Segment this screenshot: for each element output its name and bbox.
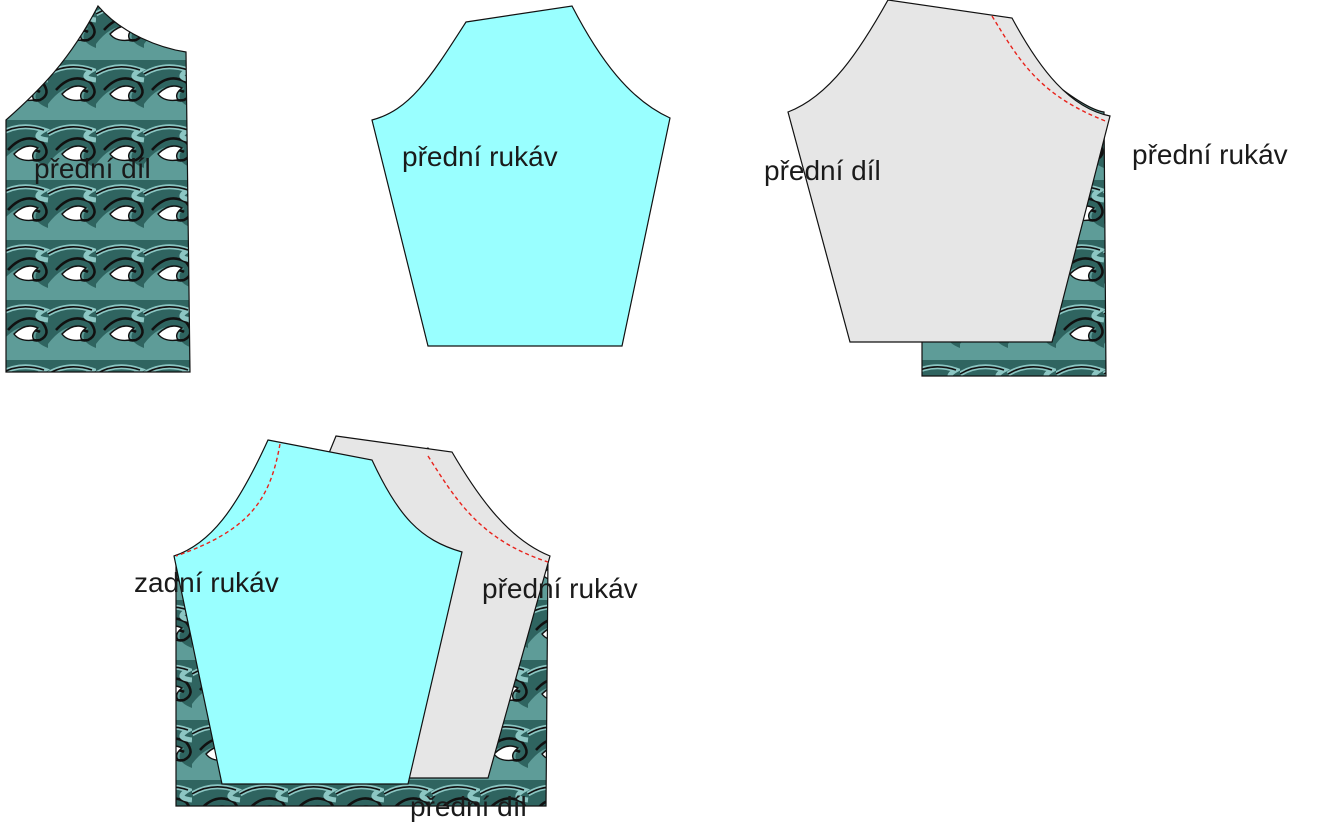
front-sleeve-label: přední rukáv [1132,139,1288,170]
back-sleeve-label: zadní rukáv [134,567,279,598]
back-sleeve-piece [173,439,463,785]
front-armhole-seam-line [427,455,549,563]
front-sleeve-piece-grey [787,0,1111,343]
back-armhole-seam-line [175,443,281,557]
front-sleeve-label: přední rukáv [402,141,558,172]
step2-front-sleeve: přední rukáv [371,5,671,347]
front-bodice-label: přední díl [34,153,151,184]
front-sleeve-piece [371,5,671,347]
step1-front-bodice: přední díl [5,4,191,373]
front-bodice-piece [5,4,191,373]
step4-assembled: zadní rukáv přední rukáv přední díl [134,435,638,822]
front-bodice-label: přední díl [410,791,527,822]
front-sleeve-label: přední rukáv [482,573,638,604]
front-bodice-label: přední díl [764,155,881,186]
step3-sleeve-on-bodice: přední díl přední rukáv [764,0,1288,377]
